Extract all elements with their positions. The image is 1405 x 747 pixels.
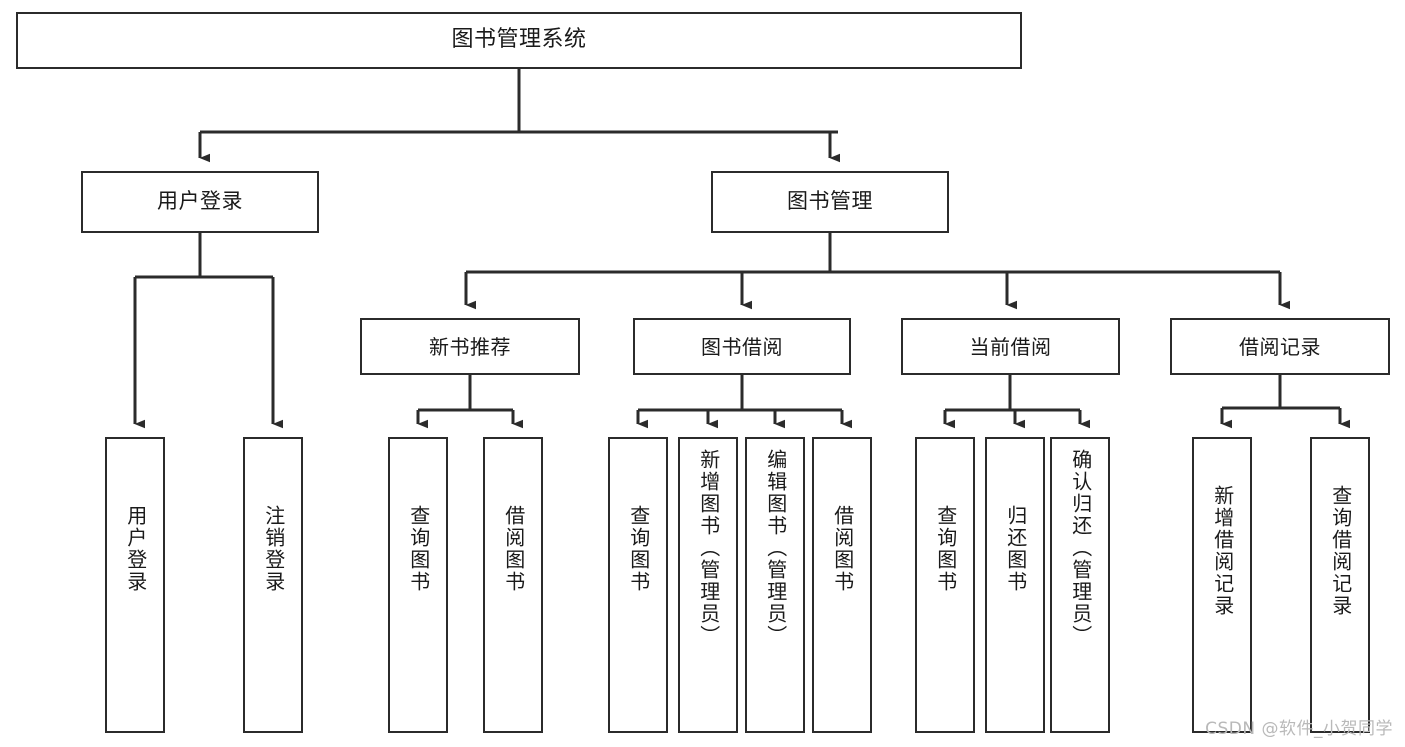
- node-book-borrow-label: 图书借阅: [701, 334, 783, 359]
- node-leaf-return-book-label: 归还图书: [1003, 505, 1028, 593]
- node-leaf-query-book-c[interactable]: 查询图书: [915, 437, 975, 733]
- node-root-label: 图书管理系统: [451, 27, 587, 53]
- node-root[interactable]: 图书管理系统: [16, 12, 1022, 69]
- node-leaf-edit-book-label: 编辑图书（管理员）: [763, 449, 788, 647]
- node-new-book-rec-label: 新书推荐: [429, 334, 511, 359]
- node-leaf-borrow-book-a-label: 借阅图书: [501, 505, 526, 593]
- node-leaf-query-record[interactable]: 查询借阅记录: [1310, 437, 1370, 733]
- node-leaf-query-book-b[interactable]: 查询图书: [608, 437, 668, 733]
- node-borrow-record[interactable]: 借阅记录: [1170, 318, 1390, 375]
- node-leaf-borrow-book-b-label: 借阅图书: [830, 505, 855, 593]
- node-current-borrow[interactable]: 当前借阅: [901, 318, 1120, 375]
- csdn-watermark: CSDN @软件_小贺同学: [1205, 719, 1393, 739]
- node-borrow-record-label: 借阅记录: [1239, 334, 1321, 359]
- node-leaf-query-book-a-label: 查询图书: [406, 505, 431, 593]
- node-leaf-add-book-label: 新增图书（管理员）: [696, 449, 721, 647]
- node-leaf-edit-book[interactable]: 编辑图书（管理员）: [745, 437, 805, 733]
- node-leaf-borrow-book-a[interactable]: 借阅图书: [483, 437, 543, 733]
- node-current-borrow-label: 当前借阅: [969, 334, 1052, 359]
- node-leaf-user-login[interactable]: 用户登录: [105, 437, 165, 733]
- node-leaf-borrow-book-b[interactable]: 借阅图书: [812, 437, 872, 733]
- node-book-mgmt[interactable]: 图书管理: [711, 171, 949, 233]
- node-book-borrow[interactable]: 图书借阅: [633, 318, 851, 375]
- node-leaf-confirm-return[interactable]: 确认归还（管理员）: [1050, 437, 1110, 733]
- node-leaf-user-login-label: 用户登录: [123, 505, 148, 593]
- node-leaf-user-logout[interactable]: 注销登录: [243, 437, 303, 733]
- node-user-login-label: 用户登录: [157, 189, 243, 214]
- node-book-mgmt-label: 图书管理: [787, 189, 873, 214]
- node-leaf-query-book-a[interactable]: 查询图书: [388, 437, 448, 733]
- node-new-book-rec[interactable]: 新书推荐: [360, 318, 580, 375]
- node-leaf-return-book[interactable]: 归还图书: [985, 437, 1045, 733]
- node-leaf-confirm-return-label: 确认归还（管理员）: [1068, 449, 1093, 647]
- node-user-login[interactable]: 用户登录: [81, 171, 319, 233]
- node-leaf-add-record[interactable]: 新增借阅记录: [1192, 437, 1252, 733]
- node-leaf-query-record-label: 查询借阅记录: [1328, 485, 1353, 617]
- node-leaf-add-record-label: 新增借阅记录: [1210, 485, 1235, 617]
- node-leaf-query-book-c-label: 查询图书: [933, 505, 958, 593]
- node-leaf-add-book[interactable]: 新增图书（管理员）: [678, 437, 738, 733]
- node-leaf-query-book-b-label: 查询图书: [626, 505, 651, 593]
- node-leaf-user-logout-label: 注销登录: [261, 505, 286, 593]
